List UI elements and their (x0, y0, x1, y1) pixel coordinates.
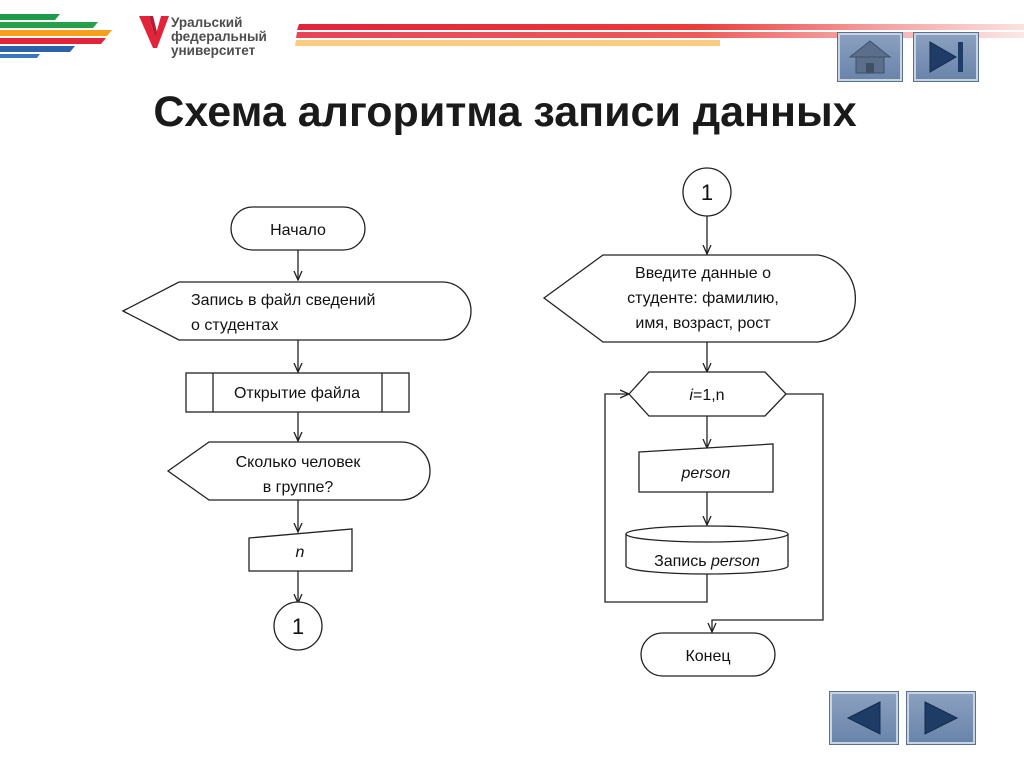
process-label: Открытие файла (234, 385, 360, 402)
display-1-line-2: о студентах (191, 317, 278, 334)
display-3-line-1: Введите данные о (635, 265, 771, 282)
manual-input-block-2: person (638, 443, 774, 493)
storage-prefix: Запись (654, 553, 711, 570)
off-page-connector: 1 (273, 601, 323, 651)
storage-var: person (710, 553, 760, 570)
skip-to-end-icon (929, 41, 963, 73)
previous-button[interactable] (830, 692, 898, 744)
display-1-line-1: Запись в файл сведений (191, 292, 375, 309)
home-icon (848, 40, 892, 74)
logo-line: университет (171, 43, 256, 58)
display-3-line-2: студенте: фамилию, (627, 290, 779, 307)
connector-label: 1 (292, 614, 304, 639)
process-block: Открытие файла (185, 372, 410, 413)
left-stripes (0, 14, 112, 58)
slide-title: Схема алгоритма записи данных (153, 88, 857, 136)
display-3-line-3: имя, возраст, рост (635, 315, 771, 332)
end-label: Конец (685, 648, 730, 665)
loop-var: i (689, 387, 693, 404)
display-2-line-2: в группе? (263, 479, 334, 496)
next-button[interactable] (907, 692, 975, 744)
start-label: Начало (270, 222, 326, 239)
display-block-2: Сколько человек в группе? (166, 441, 431, 501)
manual-input-block: n (248, 528, 353, 572)
urfu-logo (139, 16, 169, 48)
input-label: n (296, 544, 305, 561)
on-page-connector: 1 (682, 167, 732, 217)
person-input-label: person (681, 465, 731, 482)
home-button[interactable] (838, 33, 902, 81)
university-name: Уральский федеральный университет (171, 16, 267, 58)
storage-label: Запись person (654, 553, 760, 570)
loop-block: i=1,n (628, 371, 787, 417)
loop-back-arrow (604, 394, 708, 603)
display-2-line-1: Сколько человек (236, 454, 362, 471)
end-button[interactable] (914, 33, 978, 81)
loop-label: i=1,n (689, 387, 724, 404)
loop-range: =1,n (693, 387, 725, 404)
display-block-3: Введите данные о студенте: фамилию, имя,… (542, 254, 856, 343)
next-icon (924, 701, 959, 735)
logo-line: федеральный (171, 29, 267, 44)
logo-line: Уральский (171, 15, 243, 30)
loop-exit-arrow (712, 393, 824, 632)
display-block-1: Запись в файл сведений о студентах (121, 281, 472, 341)
start-terminator: Начало (230, 206, 366, 251)
storage-block: Запись person (625, 525, 789, 575)
previous-icon (846, 701, 881, 735)
end-terminator: Конец (640, 632, 776, 677)
left-branch: Начало Запись в файл сведений о студента… (121, 206, 472, 651)
connector-label: 1 (701, 180, 713, 205)
right-branch: 1 Введите данные о студенте: фамилию, им… (542, 167, 856, 677)
